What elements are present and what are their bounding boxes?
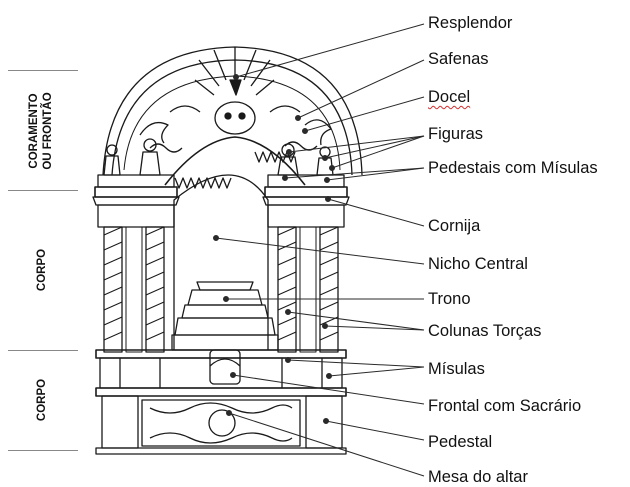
label-nicho-central: Nicho Central [428, 255, 528, 273]
section-divider [8, 190, 78, 191]
label-pedestal: Pedestal [428, 433, 493, 451]
docel [164, 136, 306, 186]
cartouche [214, 101, 256, 135]
colunas-torcas [103, 226, 339, 353]
cornija [92, 196, 350, 206]
label-docel: Docel [428, 88, 471, 106]
label-mesa-do-altar: Mesa do altar [428, 468, 528, 486]
label-figuras: Figuras [428, 125, 484, 143]
label-pedestais-com-misulas: Pedestais com Mísulas [428, 159, 598, 177]
section-divider [8, 70, 78, 71]
label-frontal-com-sacrario: Frontal com Sacrário [428, 397, 582, 415]
label-misulas: Mísulas [428, 360, 485, 378]
leader-lines [213, 23, 425, 477]
label-cornija: Cornija [428, 217, 481, 235]
sacrario [209, 349, 241, 385]
section-divider [8, 350, 78, 351]
mesa-do-altar [141, 399, 301, 447]
label-resplendor: Resplendor [428, 14, 513, 32]
nicho-central [173, 174, 269, 350]
trono [171, 281, 279, 351]
resplendor-rays [194, 47, 275, 96]
section-divider [8, 450, 78, 451]
label-trono: Trono [428, 290, 471, 308]
label-safenas: Safenas [428, 50, 489, 68]
label-colunas-torcas: Colunas Torças [428, 322, 542, 340]
